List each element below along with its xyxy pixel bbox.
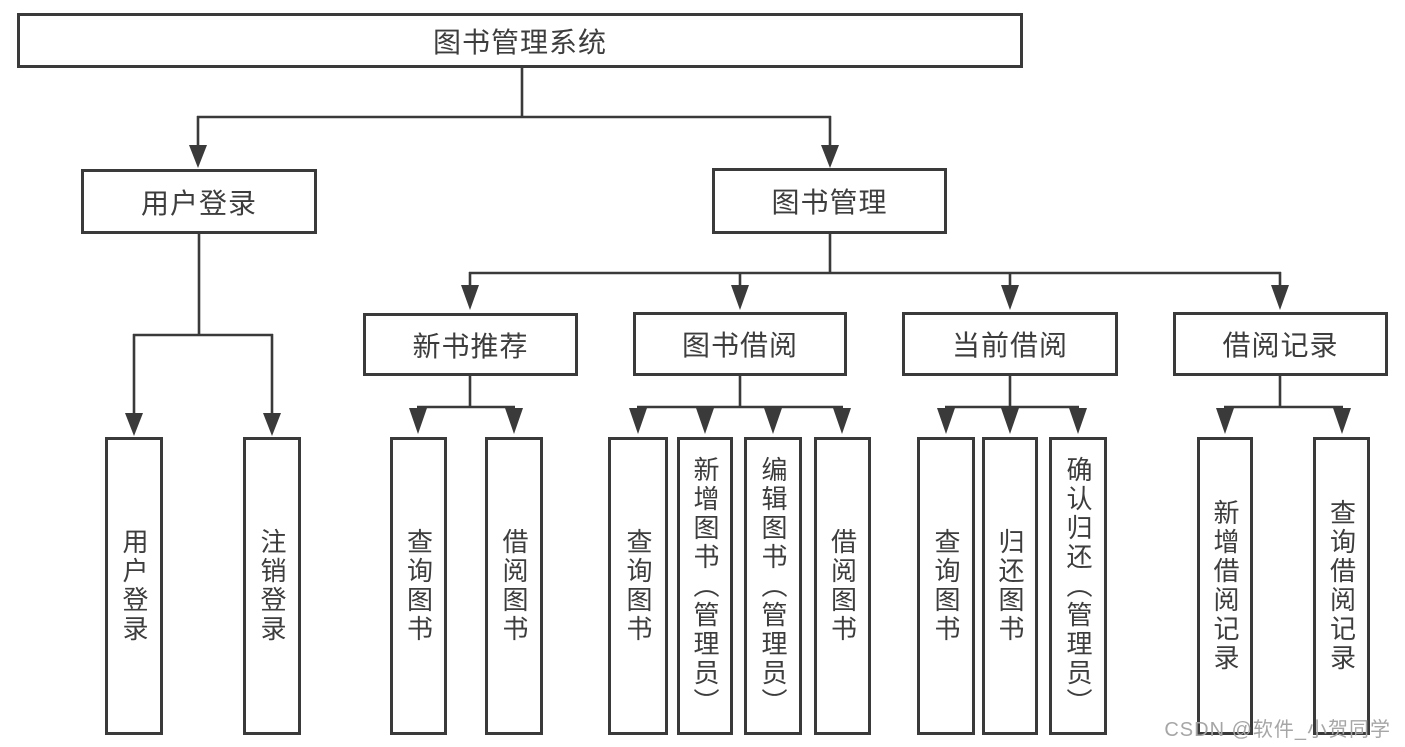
node-book-management-module: 图书管理 (712, 168, 947, 234)
node-label: 新增借阅记录 (1210, 499, 1240, 673)
node-add-borrow-record: 新增借阅记录 (1197, 437, 1253, 735)
node-user-login-module: 用户登录 (81, 169, 317, 234)
node-user-login-leaf: 用户登录 (105, 437, 163, 735)
node-borrow-books-recommend: 借阅图书 (485, 437, 543, 735)
node-label: 查询借阅记录 (1326, 499, 1357, 673)
node-label: 归还图书 (995, 528, 1025, 644)
node-label: 新增图书（管理员） (690, 455, 720, 717)
node-query-books-borrowing: 查询图书 (608, 437, 668, 735)
node-label: 编辑图书（管理员） (758, 455, 788, 717)
node-add-books-admin: 新增图书（管理员） (677, 437, 733, 735)
node-book-borrowing: 图书借阅 (633, 312, 847, 376)
node-label: 借阅图书 (827, 528, 858, 644)
node-library-system: 图书管理系统 (17, 13, 1023, 68)
node-logout-leaf: 注销登录 (243, 437, 301, 735)
node-label: 注销登录 (257, 528, 287, 644)
node-query-borrow-record: 查询借阅记录 (1313, 437, 1370, 735)
node-borrowing-records: 借阅记录 (1173, 312, 1388, 376)
node-current-borrowing: 当前借阅 (902, 312, 1118, 376)
node-return-books: 归还图书 (982, 437, 1038, 735)
node-label: 用户登录 (119, 528, 149, 644)
node-label: 查询图书 (931, 528, 961, 644)
node-query-books-recommend: 查询图书 (390, 437, 447, 735)
node-confirm-return-admin: 确认归还（管理员） (1049, 437, 1107, 735)
node-label: 查询图书 (623, 528, 653, 644)
node-label: 确认归还（管理员） (1063, 455, 1093, 717)
csdn-watermark: CSDN @软件_小贺同学 (1164, 719, 1391, 741)
node-label: 查询图书 (403, 528, 434, 644)
node-edit-books-admin: 编辑图书（管理员） (744, 437, 802, 735)
node-label: 借阅图书 (499, 528, 529, 644)
node-query-books-current: 查询图书 (917, 437, 975, 735)
node-new-book-recommendation: 新书推荐 (363, 313, 578, 376)
node-borrow-books-leaf: 借阅图书 (814, 437, 871, 735)
